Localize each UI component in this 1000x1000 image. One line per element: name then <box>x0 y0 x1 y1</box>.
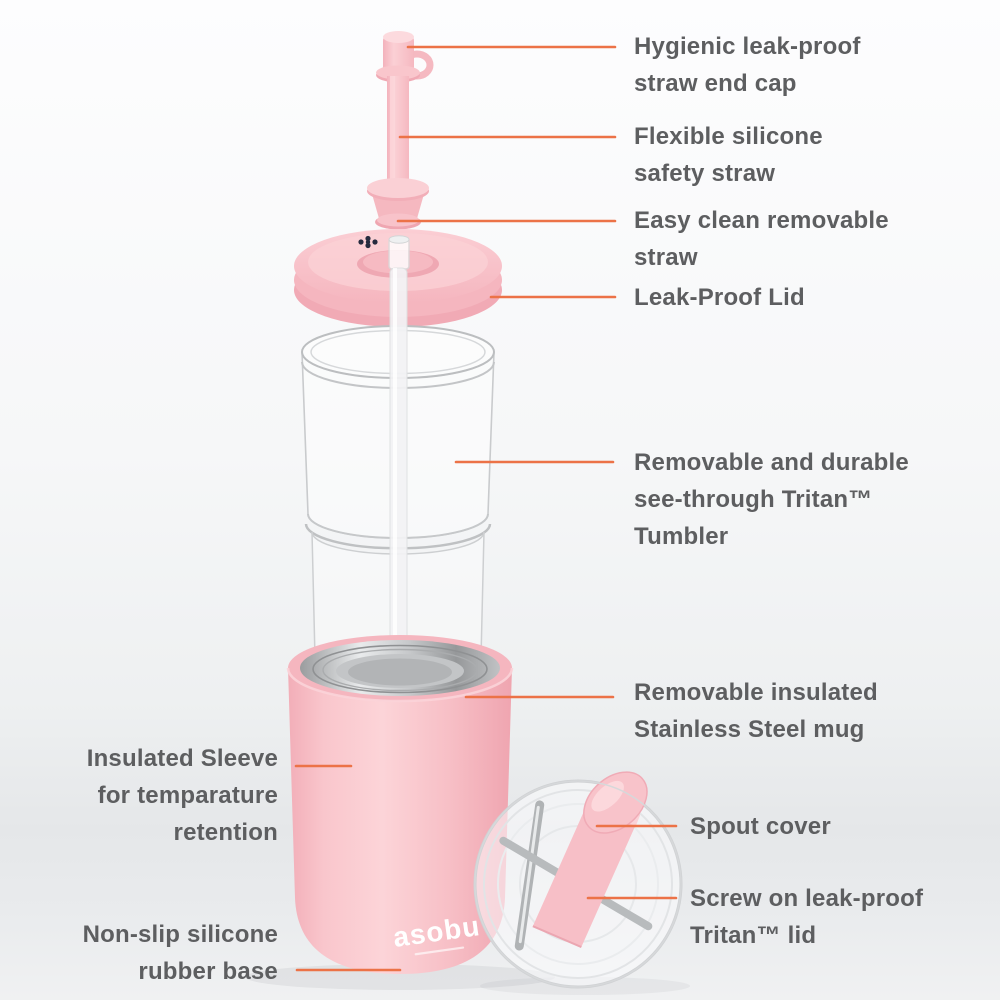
silicone-straw-graphic <box>387 76 409 190</box>
label-safety-straw: Flexible silicone safety straw <box>634 123 823 187</box>
label-removable-straw: Easy clean removable straw <box>634 207 889 271</box>
straw-tube-graphic <box>389 267 408 661</box>
label-tritan-tumbler: Removable and durable see-through Tritan… <box>634 449 909 550</box>
logo-tagline-mark <box>414 946 465 956</box>
label-rubber-base: Non-slip silicone rubber base <box>82 921 278 985</box>
lid-straw-port-graphic <box>388 235 410 270</box>
insulated-sleeve-body <box>288 668 512 974</box>
steel-mug-graphic: asobu <box>286 635 514 974</box>
leader-lines <box>294 45 678 972</box>
label-straw-end-cap: Hygienic leak-proof straw end cap <box>634 33 861 97</box>
label-tritan-lid: Screw on leak-proof Tritan™ lid <box>690 885 924 949</box>
label-steel-mug: Removable insulated Stainless Steel mug <box>634 679 878 743</box>
label-leak-proof-lid: Leak-Proof Lid <box>634 284 805 311</box>
label-insulated-sleeve: Insulated Sleeve for temparature retenti… <box>86 745 278 846</box>
straw-end-cap-graphic <box>376 31 434 83</box>
steel-rim-graphic <box>300 640 500 696</box>
label-spout-cover: Spout cover <box>690 813 831 840</box>
spout-cover-graphic <box>532 771 648 948</box>
tritan-lid-graphic <box>473 771 683 989</box>
lid-logo-mark-icon <box>358 235 378 249</box>
